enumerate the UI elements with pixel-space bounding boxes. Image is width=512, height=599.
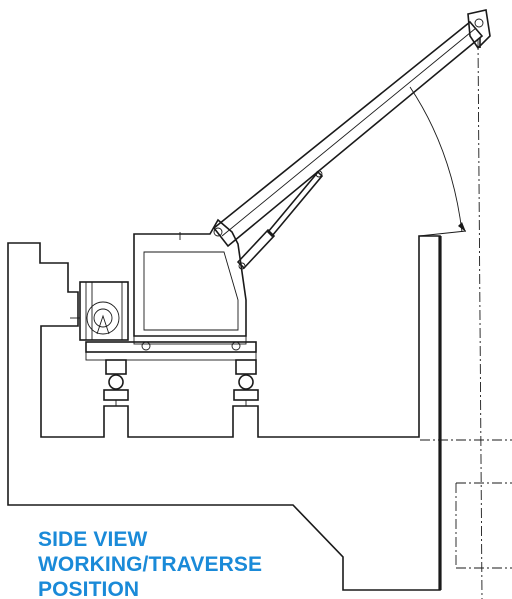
view-caption: SIDE VIEW WORKING/TRAVERSE POSITION xyxy=(38,527,262,599)
caption-line-2: WORKING/TRAVERSE xyxy=(38,553,263,576)
crane-cab xyxy=(133,218,247,345)
foundation-outline xyxy=(7,235,441,591)
arc-arrowhead xyxy=(458,222,466,232)
caption-line-3: POSITION xyxy=(38,578,140,599)
swing-arc xyxy=(409,86,463,233)
hook-centerline xyxy=(477,39,483,599)
caption-line-1: SIDE VIEW xyxy=(38,528,148,551)
winch-unit xyxy=(70,281,129,341)
left-bogie xyxy=(103,359,129,406)
crane-boom xyxy=(212,9,491,248)
right-bogie xyxy=(233,359,259,406)
wall-top-edge xyxy=(418,230,467,237)
crane-base-frame xyxy=(85,341,257,361)
hydraulic-cylinder xyxy=(236,170,324,270)
